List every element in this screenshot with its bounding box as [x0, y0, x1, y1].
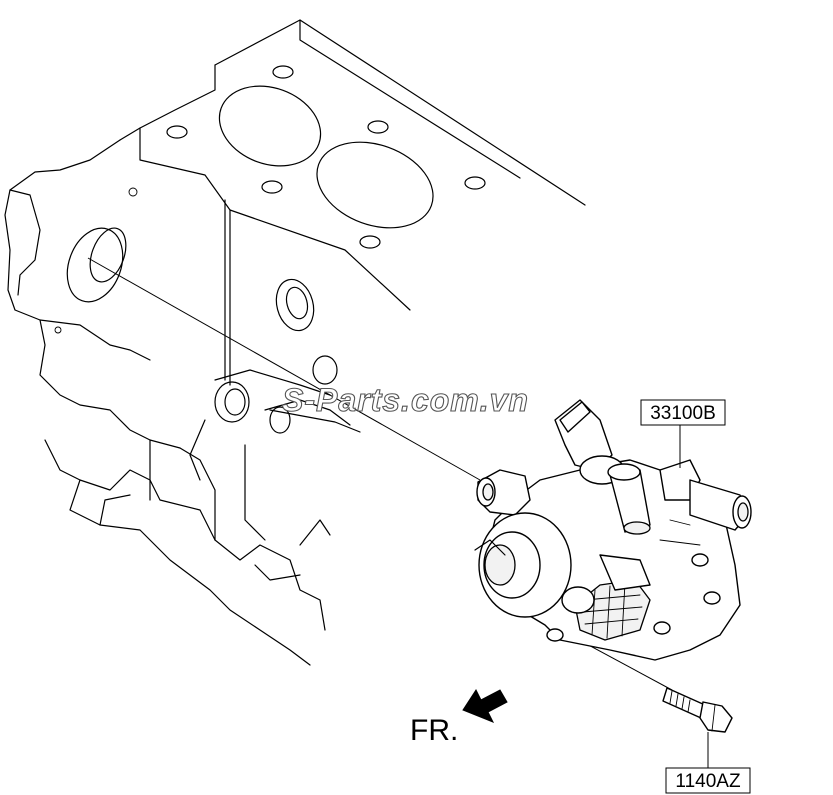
- mounting-bolt[interactable]: [662, 687, 733, 733]
- fuel-pump-assembly[interactable]: [474, 399, 752, 661]
- callout-33100b[interactable]: 33100B: [640, 399, 726, 426]
- front-direction-indicator: FR.: [410, 688, 508, 747]
- callout-1140az[interactable]: 1140AZ: [665, 767, 751, 794]
- front-label: FR.: [410, 714, 458, 747]
- watermark-text: S-Parts.com.vn: [282, 382, 529, 418]
- engine-block-outline: [4, 19, 586, 666]
- mount-guide-line: [87, 257, 481, 481]
- callout-bolt-label: 1140AZ: [675, 771, 741, 792]
- callout-pump-label: 33100B: [650, 403, 716, 424]
- front-arrow-icon: [462, 688, 508, 723]
